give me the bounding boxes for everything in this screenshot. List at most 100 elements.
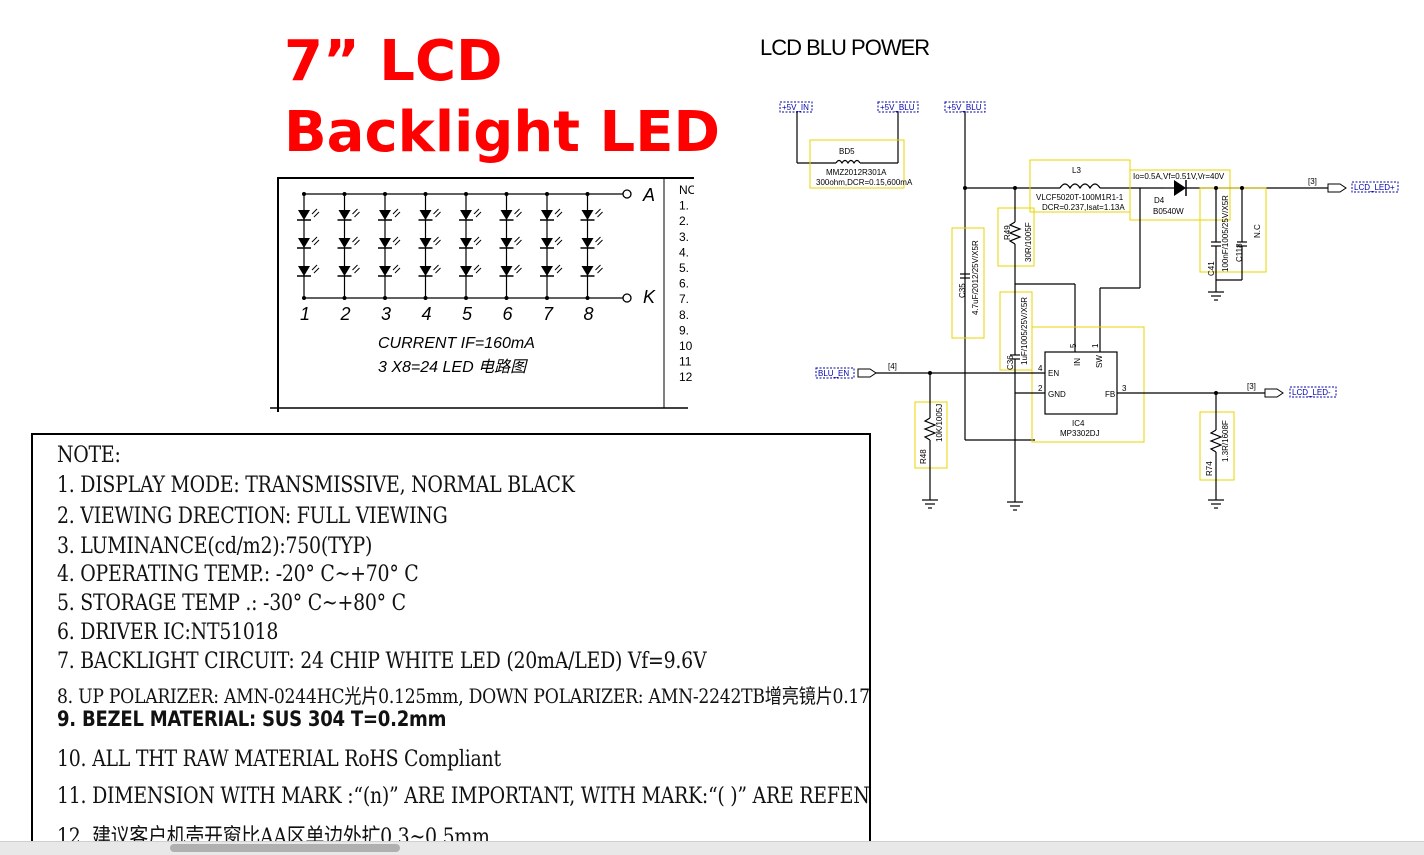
- led-diode: [378, 236, 401, 249]
- led-string: [499, 192, 522, 300]
- note-item: 7. BACKLIGHT CIRCUIT: 24 CHIP WHITE LED …: [57, 649, 707, 674]
- c36-value: 1uF/1005/25V/X5R: [1020, 297, 1029, 365]
- led-string: [297, 192, 320, 300]
- led-diode: [499, 208, 522, 221]
- note-item: 5. STORAGE TEMP .: -30° C~+80° C: [57, 591, 406, 616]
- led-title-line2: Backlight LED: [284, 100, 720, 165]
- led-column-label: 2: [340, 304, 351, 324]
- note-item: 6. DRIVER IC:NT51018: [57, 620, 279, 645]
- r49-value: 30R/1005F: [1024, 222, 1033, 262]
- led-diode: [418, 236, 441, 249]
- c118-value: N.C: [1253, 224, 1262, 238]
- note-item: 3. LUMINANCE(cd/m2):750(TYP): [57, 534, 373, 559]
- led-diode: [337, 208, 360, 221]
- led-diode: [337, 264, 360, 277]
- port-5v-blu-b: +5V_BLU: [947, 103, 982, 112]
- note-item: 11. DIMENSION WITH MARK :“(n)” ARE IMPOR…: [57, 784, 871, 809]
- scrollbar-thumb[interactable]: [170, 844, 400, 852]
- led-diode: [580, 264, 603, 277]
- led-diode: [378, 208, 401, 221]
- led-diode: [418, 208, 441, 221]
- ic4-pin-5: 5: [1069, 343, 1078, 348]
- port-blu-en: BLU_EN: [818, 369, 849, 378]
- led-diode: [459, 236, 482, 249]
- led-diode: [580, 236, 603, 249]
- r74-value: 1.3R/1608F: [1221, 420, 1230, 462]
- ic4-part: MP3302DJ: [1060, 429, 1100, 438]
- led-column-label: 1: [300, 304, 310, 324]
- led-string: [459, 192, 482, 300]
- led-string: [540, 192, 563, 300]
- d4-ref: D4: [1154, 196, 1165, 205]
- note-item: 9. BEZEL MATERIAL: SUS 304 T=0.2mm: [57, 707, 447, 731]
- side-table-number: 10: [679, 339, 693, 353]
- ic4-pin-in: IN: [1073, 358, 1082, 366]
- r49-ref: R49: [1003, 225, 1012, 240]
- note-item: 2. VIEWING DRECTION: FULL VIEWING: [57, 504, 448, 529]
- bd5-spec: 300ohm,DCR=0.15,600mA: [816, 178, 913, 187]
- ground-icon: [1208, 291, 1224, 301]
- led-column-label: 7: [543, 304, 554, 324]
- side-table-number: 3.: [679, 230, 689, 244]
- led-column-label: 4: [422, 304, 432, 324]
- net-tag-3b: [3]: [1247, 382, 1256, 391]
- led-column-label: 6: [503, 304, 514, 324]
- note-item: 4. OPERATING TEMP.: -20° C~+70° C: [57, 562, 419, 587]
- ground-icon: [922, 499, 938, 509]
- ic4-ref: IC4: [1072, 419, 1085, 428]
- side-table-number: 11: [679, 355, 692, 369]
- led-diode: [499, 264, 522, 277]
- d4-spec: Io=0.5A,Vf=0.51V,Vr=40V: [1133, 172, 1225, 181]
- l3-spec: DCR=0.237,Isat=1.13A: [1042, 203, 1125, 212]
- ground-icon: [1208, 499, 1224, 509]
- side-table-number: 2.: [679, 214, 689, 228]
- ic4-pin-1: 1: [1091, 343, 1100, 348]
- led-diode: [297, 208, 320, 221]
- horizontal-scrollbar[interactable]: [0, 841, 1424, 855]
- side-table-number: 4.: [679, 245, 689, 259]
- led-diode: [540, 236, 563, 249]
- led-column-label: 8: [584, 304, 594, 324]
- port-5v-blu-a: +5V_BLU: [880, 103, 915, 112]
- r48-value: 10K/1005J: [935, 404, 944, 442]
- side-table-number: 8.: [679, 308, 689, 322]
- side-table-number: 1.: [679, 199, 689, 213]
- c35-value: 4.7uF/2012/25V/X5R: [971, 240, 980, 315]
- net-tag-3a: [3]: [1308, 177, 1317, 186]
- side-table-number: NO: [679, 183, 694, 197]
- side-table-number: 9.: [679, 323, 689, 337]
- blu-power-schematic: LCD BLU POWER +5V_IN +5V_BLU +5V_BLU BD5…: [760, 35, 1399, 511]
- net-tag-4: [4]: [888, 362, 897, 371]
- led-diode: [540, 208, 563, 221]
- side-table-number: 12: [679, 370, 693, 384]
- port-5v-in: +5V_IN: [782, 103, 809, 112]
- l3-ref: L3: [1072, 166, 1081, 175]
- c35-ref: C35: [958, 283, 967, 298]
- led-diode: [297, 264, 320, 277]
- bd5-ref: BD5: [839, 147, 855, 156]
- bd5-part: MMZ2012R301A: [826, 168, 887, 177]
- ic4-pin-en: EN: [1048, 369, 1059, 378]
- side-table-number: 7.: [679, 292, 689, 306]
- current-text: CURRENT IF=160mA: [378, 335, 535, 352]
- ic4-pin-sw: SW: [1095, 355, 1104, 368]
- ic4-pin-2: 2: [1038, 384, 1043, 393]
- led-diode: [418, 264, 441, 277]
- c36-ref: C36: [1006, 355, 1015, 370]
- led-title-line1: 7” LCD: [284, 29, 503, 94]
- ic4-pin-3: 3: [1122, 384, 1127, 393]
- led-diode: [459, 264, 482, 277]
- ic4-pin-gnd: GND: [1048, 390, 1066, 399]
- side-table-number: 6.: [679, 277, 689, 291]
- ic4-pin-4: 4: [1038, 364, 1043, 373]
- r48-ref: R48: [919, 449, 928, 464]
- r74-ref: R74: [1205, 461, 1214, 476]
- led-diode: [297, 236, 320, 249]
- port-lcd-led-minus: LCD_LED-: [1292, 388, 1331, 397]
- c41-ref: C41: [1207, 261, 1216, 276]
- led-diode: [540, 264, 563, 277]
- c118-ref: C118: [1235, 243, 1244, 262]
- led-string: [580, 192, 603, 300]
- led-diode: [580, 208, 603, 221]
